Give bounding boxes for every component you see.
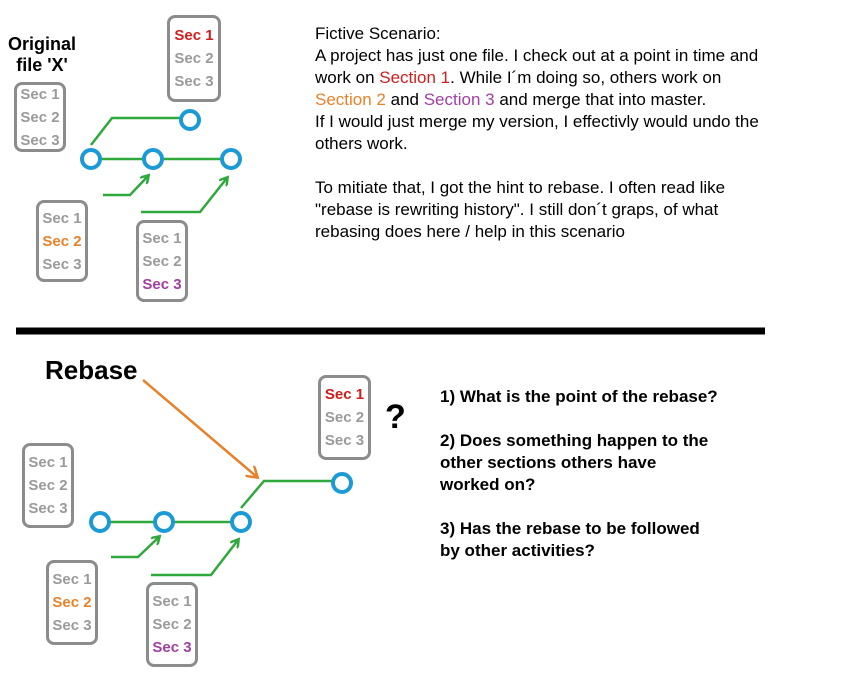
top-commit-node-3 bbox=[220, 148, 242, 170]
scenario-text-span: and bbox=[385, 90, 424, 109]
bottom-merge-arrow-2 bbox=[151, 540, 238, 577]
question-2-line: other sections others have bbox=[440, 453, 657, 472]
scenario-text-span: . While I´m doing so, others work on bbox=[450, 68, 722, 87]
section-2-label: Sec 2 bbox=[28, 477, 68, 494]
section-3-label: Sec 3 bbox=[20, 131, 60, 149]
questions-spacer bbox=[440, 408, 840, 430]
top-other-sec2-box: Sec 1 Sec 2 Sec 3 bbox=[36, 200, 88, 282]
question-3-line: by other activities? bbox=[440, 541, 595, 560]
section-3-label: Sec 3 bbox=[174, 73, 214, 90]
top-my-version-box: Sec 1 Sec 2 Sec 3 bbox=[167, 15, 221, 102]
original-file-label-line2: file 'X' bbox=[16, 55, 68, 75]
bottom-commit-node-3 bbox=[230, 511, 252, 533]
bottom-commit-node-1 bbox=[89, 511, 111, 533]
section-1-label: Sec 1 bbox=[324, 386, 365, 403]
scenario-line: "rebase is rewriting history". I still d… bbox=[315, 200, 719, 219]
bottom-rebased-branch-line bbox=[240, 479, 333, 509]
top-commit-node-1 bbox=[80, 148, 102, 170]
scenario-line: To mitiate that, I got the hint to rebas… bbox=[315, 178, 726, 197]
section-3-highlight: Section 3 bbox=[423, 90, 495, 109]
section-1-label: Sec 1 bbox=[152, 593, 192, 610]
section-1-label: Sec 1 bbox=[42, 209, 82, 227]
top-my-commit-node bbox=[179, 109, 201, 131]
section-1-label: Sec 1 bbox=[28, 454, 68, 471]
rebase-arrow bbox=[142, 379, 257, 477]
section-3-label: Sec 3 bbox=[52, 617, 92, 634]
top-other-sec3-box: Sec 1 Sec 2 Sec 3 bbox=[136, 220, 188, 302]
section-2-label: Sec 2 bbox=[174, 50, 214, 67]
section-3-label: Sec 3 bbox=[42, 255, 82, 273]
section-2-label: Sec 2 bbox=[324, 409, 365, 426]
question-3-line: 3) Has the rebase to be followed bbox=[440, 519, 700, 538]
scenario-text: Fictive Scenario: A project has just one… bbox=[315, 23, 835, 243]
scenario-line: If I would just merge my version, I effe… bbox=[315, 112, 759, 131]
scenario-text-span: and merge that into master. bbox=[494, 90, 707, 109]
section-3-label: Sec 3 bbox=[142, 275, 182, 293]
bottom-commit-node-2 bbox=[153, 511, 175, 533]
question-2-line: worked on? bbox=[440, 475, 536, 494]
bottom-other-sec3-box: Sec 1 Sec 2 Sec 3 bbox=[146, 582, 198, 667]
section-3-label: Sec 3 bbox=[324, 432, 365, 449]
scenario-line: Fictive Scenario: bbox=[315, 24, 441, 43]
section-2-label: Sec 2 bbox=[42, 232, 82, 250]
scenario-spacer bbox=[315, 155, 835, 177]
rebase-label: Rebase bbox=[45, 355, 138, 385]
section-1-label: Sec 1 bbox=[174, 27, 214, 44]
question-mark: ? bbox=[385, 398, 406, 436]
scenario-line: A project has just one file. I check out… bbox=[315, 46, 759, 65]
questions-block: 1) What is the point of the rebase? 2) D… bbox=[440, 386, 840, 562]
bottom-result-box: Sec 1 Sec 2 Sec 3 bbox=[318, 375, 371, 460]
bottom-original-file-box: Sec 1 Sec 2 Sec 3 bbox=[22, 443, 74, 528]
bottom-other-sec2-box: Sec 1 Sec 2 Sec 3 bbox=[46, 560, 98, 645]
original-file-label: Original file 'X' bbox=[2, 34, 82, 76]
top-merge-arrow-1 bbox=[103, 176, 148, 197]
bottom-rebased-commit-node bbox=[331, 472, 353, 494]
section-2-label: Sec 2 bbox=[52, 594, 92, 611]
top-commit-graph bbox=[80, 109, 242, 214]
section-1-highlight: Section 1 bbox=[379, 68, 451, 87]
question-2-line: 2) Does something happen to the bbox=[440, 431, 709, 450]
section-1-label: Sec 1 bbox=[20, 85, 60, 103]
section-1-label: Sec 1 bbox=[142, 229, 182, 247]
top-original-file-box: Sec 1 Sec 2 Sec 3 bbox=[14, 82, 66, 152]
section-3-label: Sec 3 bbox=[152, 639, 192, 656]
top-my-branch-line bbox=[90, 116, 180, 146]
section-2-label: Sec 2 bbox=[142, 252, 182, 270]
question-1: 1) What is the point of the rebase? bbox=[440, 387, 718, 406]
section-2-label: Sec 2 bbox=[20, 108, 60, 126]
section-1-label: Sec 1 bbox=[52, 571, 92, 588]
section-2-highlight: Section 2 bbox=[315, 90, 386, 109]
bottom-merge-arrow-1 bbox=[111, 537, 159, 559]
top-commit-node-2 bbox=[142, 148, 164, 170]
top-merge-arrow-2 bbox=[141, 178, 227, 214]
scenario-text-span: work on bbox=[315, 68, 380, 87]
questions-spacer bbox=[440, 496, 840, 518]
scenario-line: work on Section 1. While I´m doing so, o… bbox=[315, 67, 835, 89]
original-file-label-line1: Original bbox=[7, 34, 76, 54]
section-2-label: Sec 2 bbox=[152, 616, 192, 633]
scenario-line: Section 2 and Section 3 and merge that i… bbox=[315, 89, 835, 111]
section-3-label: Sec 3 bbox=[28, 500, 68, 517]
scenario-line: others work. bbox=[315, 134, 408, 153]
scenario-line: rebasing does here / help in this scenar… bbox=[315, 222, 625, 241]
bottom-commit-graph bbox=[89, 379, 353, 577]
